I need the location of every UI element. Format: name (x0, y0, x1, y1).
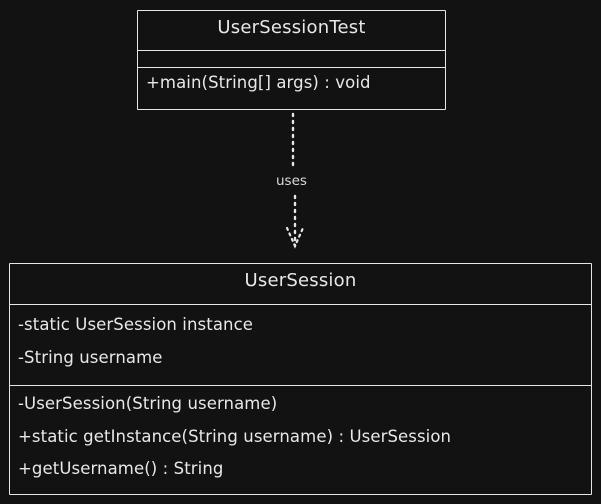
open-arrowhead (285, 226, 305, 249)
attributes-divider (138, 67, 445, 68)
attribute-username: -String username (18, 348, 163, 367)
class-user-session-test: UserSessionTest +main(String[] args) : v… (137, 10, 446, 110)
class-name-user-session: UserSession (244, 270, 357, 291)
method-get-instance: +static getInstance(String username) : U… (18, 427, 452, 446)
class-user-session: UserSession -static UserSession instance… (9, 263, 592, 495)
attribute-instance: -static UserSession instance (18, 315, 254, 334)
method-constructor: -UserSession(String username) (18, 394, 278, 413)
method-main: +main(String[] args) : void (146, 73, 371, 92)
attributes-divider (10, 385, 591, 386)
name-divider (138, 50, 445, 51)
dependency-label: uses (274, 173, 309, 189)
class-name-user-session-test: UserSessionTest (217, 17, 366, 38)
name-divider (10, 304, 591, 305)
method-get-username: +getUsername() : String (18, 459, 224, 478)
